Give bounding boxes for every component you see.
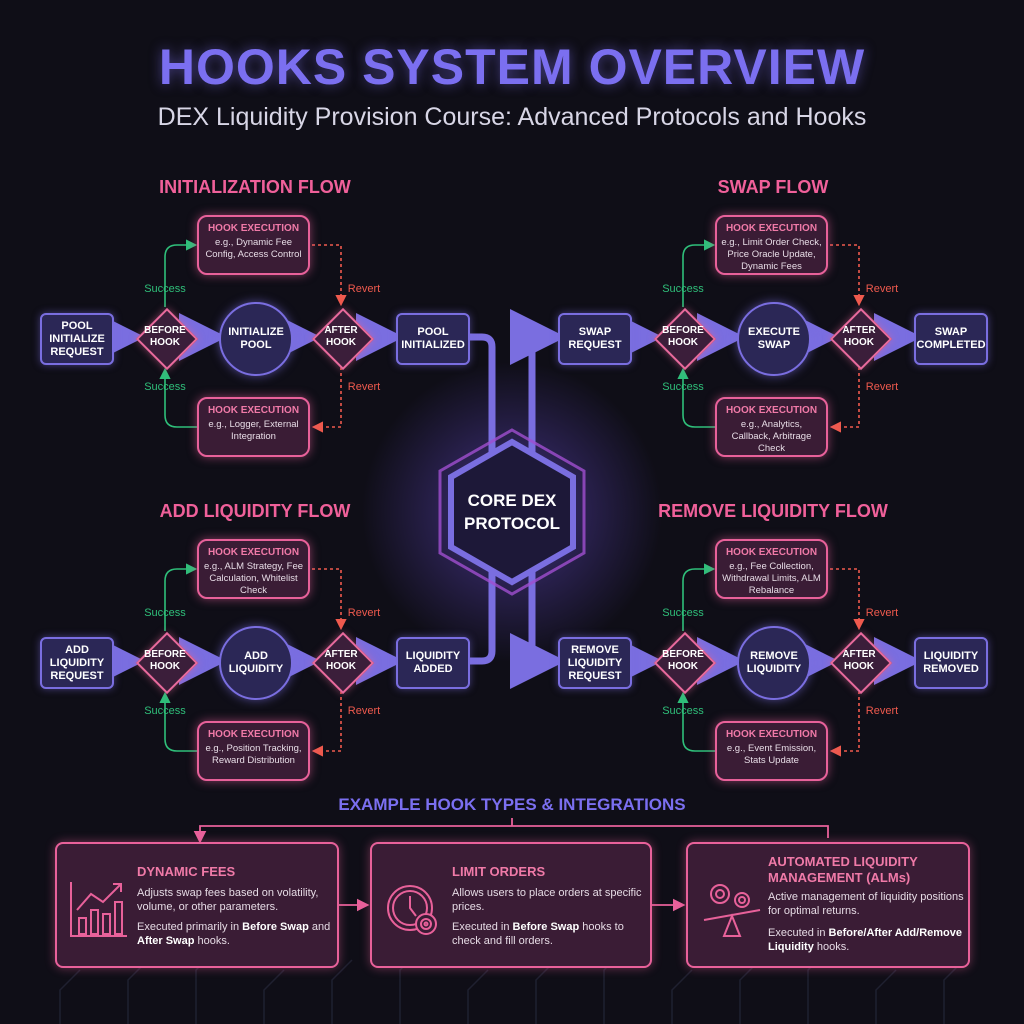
revert-label: Revert bbox=[347, 283, 381, 295]
revert-label: Revert bbox=[347, 705, 381, 717]
request-node[interactable]: POOL INITIALIZE REQUEST bbox=[40, 313, 114, 365]
flow-title: INITIALIZATION FLOW bbox=[159, 177, 351, 197]
card-description: Active management of liquidity positions… bbox=[768, 891, 964, 917]
exec-text: and bbox=[308, 921, 331, 933]
clock-target-icon bbox=[384, 880, 444, 945]
before-hook-label: BEFORE HOOK bbox=[662, 325, 704, 348]
success-label: Success bbox=[662, 607, 704, 619]
flow-title: REMOVE LIQUIDITY FLOW bbox=[658, 501, 888, 521]
hook-execution-title: HOOK EXECUTION bbox=[725, 405, 818, 416]
card-description: Allows users to place orders at specific… bbox=[452, 887, 642, 913]
result-node[interactable]: POOL INITIALIZED bbox=[396, 313, 470, 365]
hook-type-card[interactable]: AUTOMATED LIQUIDITY MANAGEMENT (ALMs) Ac… bbox=[686, 842, 970, 968]
request-node[interactable]: SWAP REQUEST bbox=[558, 313, 632, 365]
hook-execution-desc: e.g., Limit Order Check, Price Oracle Up… bbox=[721, 237, 822, 272]
exec-bold: Before Swap bbox=[512, 921, 580, 933]
card-title: AUTOMATED LIQUIDITY MANAGEMENT (ALMs) bbox=[768, 854, 918, 885]
exec-bold: Before/After Add/Remove Liquidity bbox=[768, 927, 962, 953]
exec-bold: Before Swap bbox=[242, 921, 309, 933]
before-hook-label: BEFORE HOOK bbox=[144, 649, 186, 672]
card-execution-note: Executed in Before/After Add/Remove Liqu… bbox=[768, 926, 968, 954]
action-node[interactable]: EXECUTE SWAP bbox=[737, 302, 811, 376]
hook-execution-bottom[interactable]: HOOK EXECUTION e.g., Logger, External Int… bbox=[197, 397, 310, 457]
success-label: Success bbox=[662, 381, 704, 393]
before-hook-label: BEFORE HOOK bbox=[662, 649, 704, 672]
before-hook-label: BEFORE HOOK bbox=[144, 325, 186, 348]
card-description: Adjusts swap fees based on volatility, v… bbox=[137, 887, 319, 913]
hook-execution-title: HOOK EXECUTION bbox=[725, 729, 818, 740]
card-title: LIMIT ORDERS bbox=[452, 864, 546, 879]
action-node[interactable]: ADD LIQUIDITY bbox=[219, 626, 293, 700]
success-label: Success bbox=[144, 607, 186, 619]
hook-execution-desc: e.g., Position Tracking, Reward Distribu… bbox=[205, 743, 302, 766]
core-hexagon bbox=[448, 438, 576, 586]
success-label: Success bbox=[662, 283, 704, 295]
exec-text: Executed primarily in bbox=[137, 921, 243, 933]
core-hexagon-outer bbox=[438, 428, 586, 596]
result-node[interactable]: SWAP COMPLETED bbox=[914, 313, 988, 365]
flow-title: SWAP FLOW bbox=[717, 177, 829, 197]
hook-execution-bottom[interactable]: HOOK EXECUTION e.g., Analytics, Callback,… bbox=[715, 397, 828, 457]
hook-execution-title: HOOK EXECUTION bbox=[725, 223, 818, 234]
hook-type-card[interactable]: DYNAMIC FEES Adjusts swap fees based on … bbox=[55, 842, 339, 968]
page-title: HOOKS SYSTEM OVERVIEW bbox=[158, 39, 866, 95]
hook-execution-desc: e.g., ALM Strategy, Fee Calculation, Whi… bbox=[203, 561, 304, 596]
revert-label: Revert bbox=[865, 381, 899, 393]
core-line-1: CORE DEX bbox=[467, 491, 557, 510]
exec-bold: After Swap bbox=[137, 935, 195, 947]
page-subtitle: DEX Liquidity Provision Course: Advanced… bbox=[157, 103, 867, 131]
result-node[interactable]: LIQUIDITY ADDED bbox=[396, 637, 470, 689]
exec-text: Executed in bbox=[452, 921, 513, 933]
revert-label: Revert bbox=[347, 381, 381, 393]
revert-label: Revert bbox=[865, 705, 899, 717]
success-label: Success bbox=[144, 705, 186, 717]
hook-execution-desc: e.g., Fee Collection, Withdrawal Limits,… bbox=[722, 561, 821, 596]
flow-title: ADD LIQUIDITY FLOW bbox=[159, 501, 351, 521]
card-execution-note: Executed primarily in Before Swap and Af… bbox=[137, 920, 337, 948]
action-node[interactable]: INITIALIZE POOL bbox=[219, 302, 293, 376]
exec-text: hooks. bbox=[813, 941, 850, 953]
action-node[interactable]: REMOVE LIQUIDITY bbox=[737, 626, 811, 700]
request-node[interactable]: REMOVE LIQUIDITY REQUEST bbox=[558, 637, 632, 689]
exec-text: hooks. bbox=[194, 935, 230, 947]
hook-type-card[interactable]: LIMIT ORDERS Allows users to place order… bbox=[370, 842, 652, 968]
revert-label: Revert bbox=[865, 607, 899, 619]
hook-execution-title: HOOK EXECUTION bbox=[725, 547, 818, 558]
hook-execution-desc: e.g., Analytics, Callback, Arbitrage Che… bbox=[731, 419, 812, 454]
request-node[interactable]: ADD LIQUIDITY REQUEST bbox=[40, 637, 114, 689]
card-execution-note: Executed in Before Swap hooks to check a… bbox=[452, 920, 652, 948]
hook-execution-top[interactable]: HOOK EXECUTION e.g., ALM Strategy, Fee Ca… bbox=[197, 539, 310, 599]
hook-execution-desc: e.g., Event Emission, Stats Update bbox=[726, 743, 817, 766]
chart-icon bbox=[69, 880, 129, 945]
exec-text: Executed in bbox=[768, 927, 829, 939]
hook-execution-bottom[interactable]: HOOK EXECUTION e.g., Position Tracking, R… bbox=[197, 721, 310, 781]
core-dex-protocol: CORE DEX PROTOCOL bbox=[452, 489, 572, 535]
success-label: Success bbox=[662, 705, 704, 717]
examples-title: EXAMPLE HOOK TYPES & INTEGRATIONS bbox=[338, 795, 686, 814]
hook-execution-top[interactable]: HOOK EXECUTION e.g., Fee Collection, With… bbox=[715, 539, 828, 599]
success-label: Success bbox=[144, 283, 186, 295]
hook-execution-title: HOOK EXECUTION bbox=[207, 223, 300, 234]
revert-label: Revert bbox=[865, 283, 899, 295]
success-label: Success bbox=[144, 381, 186, 393]
hook-execution-desc: e.g., Dynamic Fee Config, Access Control bbox=[205, 237, 302, 260]
core-line-2: PROTOCOL bbox=[463, 514, 561, 533]
hook-execution-top[interactable]: HOOK EXECUTION e.g., Limit Order Check, P… bbox=[715, 215, 828, 275]
hook-execution-top[interactable]: HOOK EXECUTION e.g., Dynamic Fee Config, … bbox=[197, 215, 310, 275]
after-hook-label: AFTER HOOK bbox=[842, 649, 876, 672]
result-node[interactable]: LIQUIDITY REMOVED bbox=[914, 637, 988, 689]
exec-text: hooks to check and fill orders. bbox=[452, 921, 624, 947]
gears-balance-icon bbox=[700, 880, 764, 945]
revert-label: Revert bbox=[347, 607, 381, 619]
card-title: DYNAMIC FEES bbox=[137, 864, 236, 879]
after-hook-label: AFTER HOOK bbox=[324, 649, 358, 672]
after-hook-label: AFTER HOOK bbox=[324, 325, 358, 348]
hook-execution-bottom[interactable]: HOOK EXECUTION e.g., Event Emission, Stat… bbox=[715, 721, 828, 781]
after-hook-label: AFTER HOOK bbox=[842, 325, 876, 348]
hook-execution-title: HOOK EXECUTION bbox=[207, 547, 300, 558]
hook-execution-desc: e.g., Logger, External Integration bbox=[208, 419, 299, 442]
hook-execution-title: HOOK EXECUTION bbox=[207, 405, 300, 416]
hook-execution-title: HOOK EXECUTION bbox=[207, 729, 300, 740]
